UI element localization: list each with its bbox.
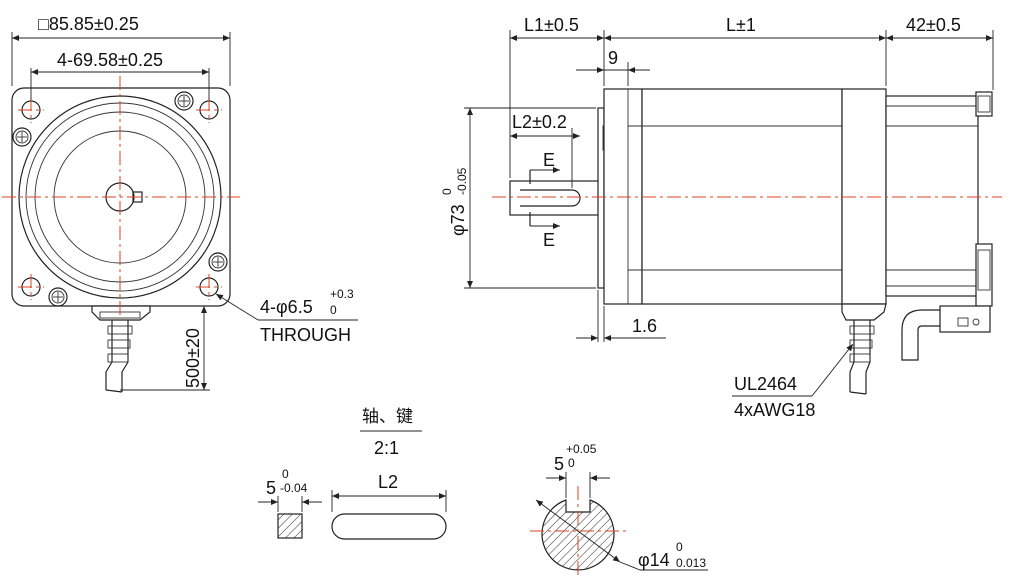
slot-width-label: 5 [554, 454, 564, 474]
screw-icon [174, 91, 194, 111]
section-mark-bottom: E [543, 230, 555, 250]
key-top-view [331, 513, 447, 540]
slot-tol-upper: +0.05 [566, 442, 597, 456]
shaft-length-label: L1±0.5 [524, 15, 579, 35]
pilot-tol-lower: -0.05 [455, 167, 469, 195]
cable-gauge-label: 4xAWG18 [734, 400, 815, 420]
encoder-cable [901, 309, 946, 361]
key-section [277, 513, 303, 539]
front-cable [105, 320, 129, 393]
hole-note-label: THROUGH [260, 325, 351, 345]
rear-cap [885, 95, 979, 297]
shaft-diameter-label: φ14 [638, 550, 670, 570]
key-length-label: L2±0.2 [512, 112, 567, 132]
flange-thickness-label: 1.6 [632, 316, 657, 336]
hole-spacing-label: 4-69.58±0.25 [57, 50, 163, 70]
detail-views: 轴、键 2:1 5 0 -0.04 L2 5 +0.05 0 φ14 0 [258, 407, 708, 576]
side-cable-gland [841, 303, 887, 321]
pilot-tol-upper: 0 [440, 188, 454, 195]
shaft-tol-upper: 0 [676, 540, 683, 554]
detail-scale: 2:1 [374, 438, 399, 458]
key-tol-upper: 0 [282, 467, 289, 481]
key-width-label: 5 [266, 478, 276, 498]
hole-tol-upper: +0.3 [330, 287, 354, 301]
front-view: □85.85±0.25 4-69.58±0.25 4-φ6.5 +0.3 0 T… [2, 14, 358, 393]
square-size-label: □85.85±0.25 [38, 14, 139, 34]
hole-tol-lower: 0 [330, 303, 337, 317]
pilot-diameter-label: φ73 [448, 204, 468, 236]
shaft-key [520, 189, 581, 207]
screw-icon [208, 252, 228, 272]
screw-icon [48, 287, 68, 307]
side-cable [849, 320, 871, 395]
body-length-label: L±1 [726, 15, 756, 35]
section-mark-top: E [543, 150, 555, 170]
screw-icon [12, 127, 32, 147]
shaft-tol-lower: 0.013 [676, 556, 706, 570]
shaft [509, 180, 603, 216]
side-view: L1±0.5 L±1 42±0.5 9 L2±0.2 E E φ73 0 -0.… [440, 15, 1002, 420]
flat-offset-label: 9 [608, 48, 618, 68]
detail-title: 轴、键 [362, 407, 413, 427]
cable-type-label: UL2464 [734, 374, 797, 394]
key-tol-lower: -0.04 [280, 481, 308, 495]
shaft-section [541, 499, 615, 571]
key-length-detail-label: L2 [378, 472, 398, 492]
hole-callout-label: 4-φ6.5 [260, 297, 313, 317]
slot-tol-lower: 0 [568, 456, 575, 470]
rear-length-label: 42±0.5 [906, 15, 961, 35]
lead-length-label: 500±20 [183, 328, 203, 388]
